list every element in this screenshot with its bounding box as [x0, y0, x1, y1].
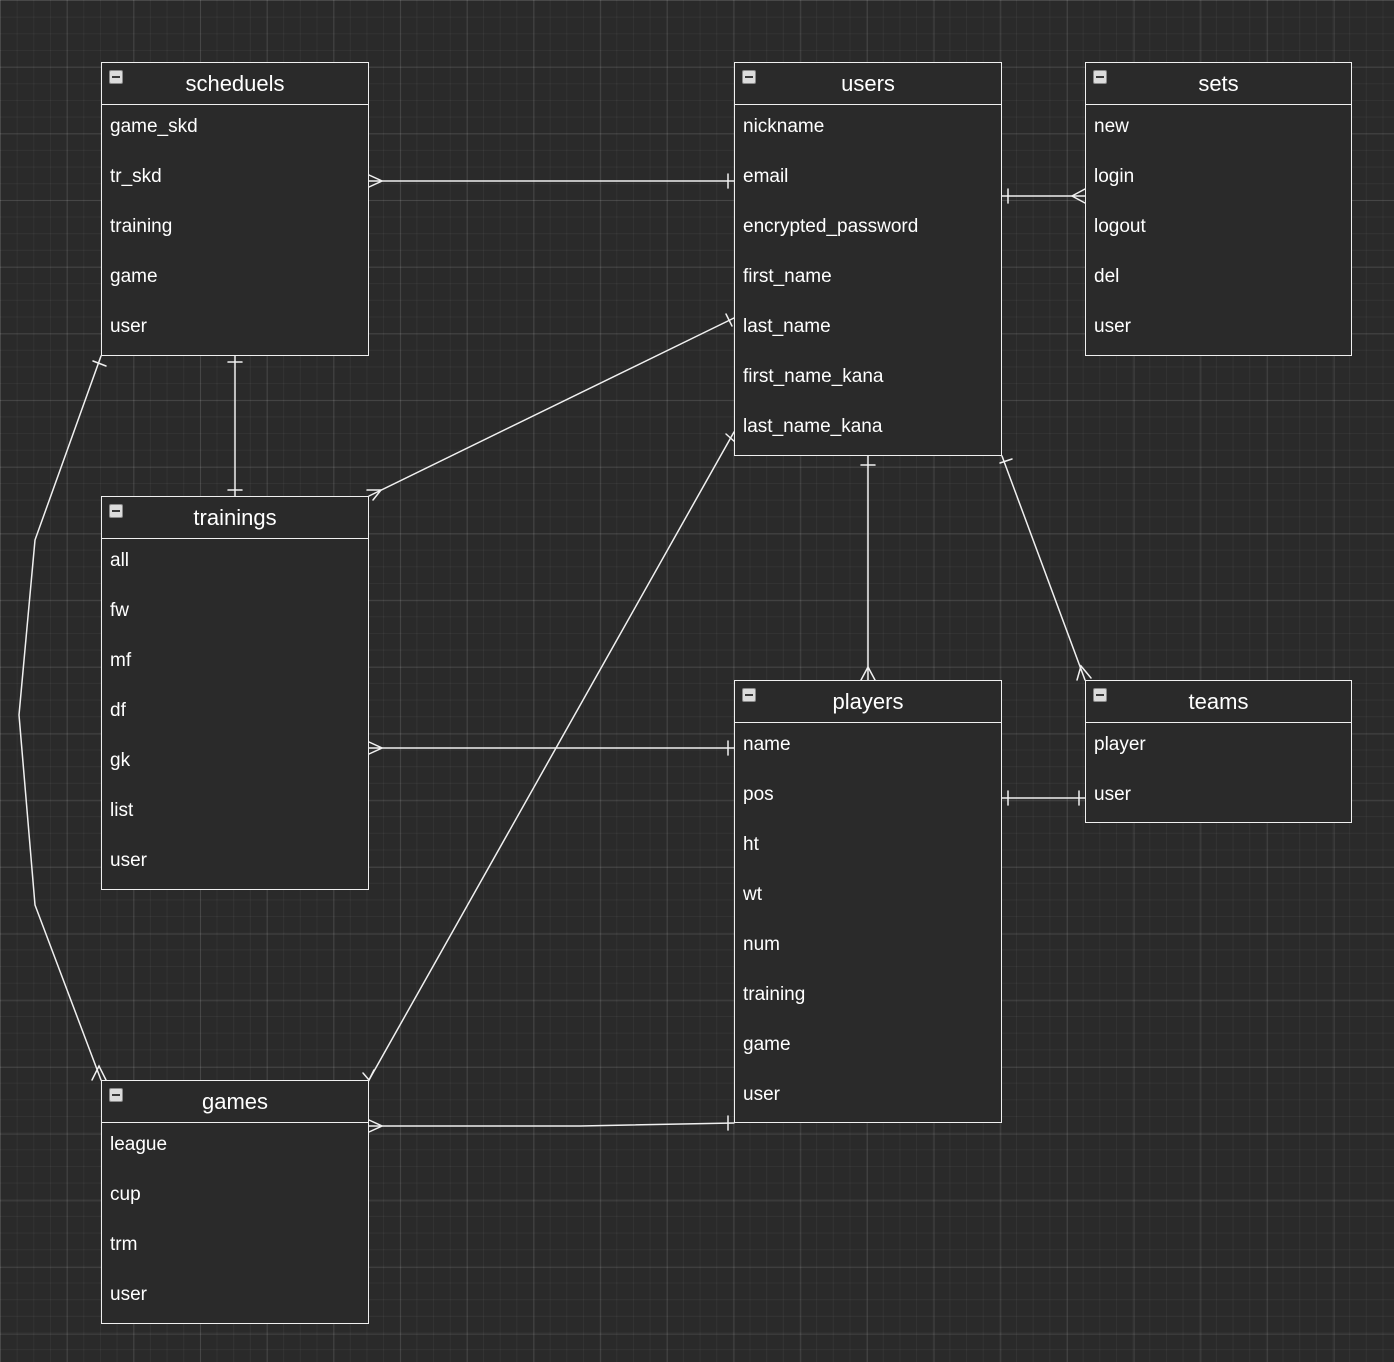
- field: player: [1094, 734, 1146, 755]
- field-list: all fw mf df gk list user: [102, 539, 368, 889]
- collapse-icon[interactable]: [109, 70, 123, 84]
- entity-scheduels[interactable]: scheduels game_skd tr_skd training game …: [101, 62, 369, 356]
- field: user: [1094, 316, 1131, 337]
- field: num: [743, 934, 780, 955]
- field: user: [110, 316, 147, 337]
- field: all: [110, 550, 130, 571]
- field: mf: [110, 650, 132, 671]
- entity-header: teams: [1086, 681, 1351, 723]
- collapse-icon[interactable]: [109, 1088, 123, 1102]
- entity-users[interactable]: users nickname email encrypted_password …: [734, 62, 1002, 456]
- rel-games-players: [368, 1115, 735, 1133]
- entity-header: games: [102, 1081, 368, 1123]
- rel-trainings-players: [368, 740, 735, 756]
- field: logout: [1094, 216, 1146, 237]
- entity-title: users: [841, 70, 895, 96]
- field: league: [110, 1134, 168, 1155]
- entity-title: teams: [1188, 688, 1249, 714]
- rel-scheduels-games: [18, 355, 107, 1081]
- rel-users-sets: [1001, 188, 1086, 204]
- field: first_name: [743, 266, 832, 287]
- field: del: [1094, 266, 1120, 287]
- entity-title: trainings: [193, 504, 277, 530]
- rel-scheduels-users: [368, 173, 735, 189]
- rel-trainings-users: [366, 313, 735, 501]
- field: game: [110, 266, 158, 287]
- field: login: [1094, 166, 1135, 187]
- collapse-icon[interactable]: [109, 504, 123, 518]
- rel-users-players: [860, 455, 876, 681]
- entity-header: scheduels: [102, 63, 368, 105]
- field: first_name_kana: [743, 366, 884, 387]
- field: new: [1094, 116, 1129, 137]
- field: fw: [110, 600, 129, 621]
- field: game_skd: [110, 116, 198, 137]
- field-list: new login logout del user: [1086, 105, 1351, 355]
- field: email: [743, 166, 789, 187]
- entity-title: games: [201, 1088, 269, 1114]
- rel-scheduels-trainings: [227, 355, 243, 497]
- field-list: league cup trm user: [102, 1123, 368, 1323]
- field: df: [110, 700, 126, 721]
- field: game: [743, 1034, 791, 1055]
- entity-header: sets: [1086, 63, 1351, 105]
- field-list: game_skd tr_skd training game user: [102, 105, 368, 355]
- field: tr_skd: [110, 166, 162, 187]
- field: nickname: [743, 116, 825, 137]
- field: encrypted_password: [743, 216, 919, 237]
- field: ht: [743, 834, 759, 855]
- field: user: [110, 1284, 147, 1305]
- field: wt: [743, 884, 762, 905]
- field: user: [743, 1084, 780, 1105]
- field: pos: [743, 784, 774, 805]
- entity-title: sets: [1198, 70, 1239, 96]
- field: last_name_kana: [743, 416, 883, 437]
- collapse-icon[interactable]: [742, 688, 756, 702]
- entity-games[interactable]: games league cup trm user: [101, 1080, 369, 1324]
- entity-title: players: [832, 688, 904, 714]
- entity-header: players: [735, 681, 1001, 723]
- field: training: [743, 984, 806, 1005]
- rel-players-teams: [1001, 790, 1086, 806]
- entity-teams[interactable]: teams player user: [1085, 680, 1352, 823]
- field: last_name: [743, 316, 831, 337]
- entity-header: trainings: [102, 497, 368, 539]
- field: user: [110, 850, 147, 871]
- collapse-icon[interactable]: [1093, 688, 1107, 702]
- field: user: [1094, 784, 1131, 805]
- rel-games-users: [362, 431, 736, 1082]
- collapse-icon[interactable]: [742, 70, 756, 84]
- entity-trainings[interactable]: trainings all fw mf df gk list user: [101, 496, 369, 890]
- field-list: player user: [1086, 723, 1351, 823]
- entity-players[interactable]: players name pos ht wt num training game…: [734, 680, 1002, 1123]
- entity-header: users: [735, 63, 1001, 105]
- field: training: [110, 216, 173, 237]
- field-list: name pos ht wt num training game user: [735, 723, 1001, 1123]
- entity-sets[interactable]: sets new login logout del user: [1085, 62, 1352, 356]
- field: cup: [110, 1184, 141, 1205]
- field: trm: [110, 1234, 138, 1255]
- collapse-icon[interactable]: [1093, 70, 1107, 84]
- rel-users-teams: [999, 455, 1092, 681]
- field: list: [110, 800, 134, 821]
- field: gk: [110, 750, 131, 771]
- entity-title: scheduels: [185, 70, 285, 96]
- field: name: [743, 734, 791, 755]
- field-list: nickname email encrypted_password first_…: [735, 105, 1001, 455]
